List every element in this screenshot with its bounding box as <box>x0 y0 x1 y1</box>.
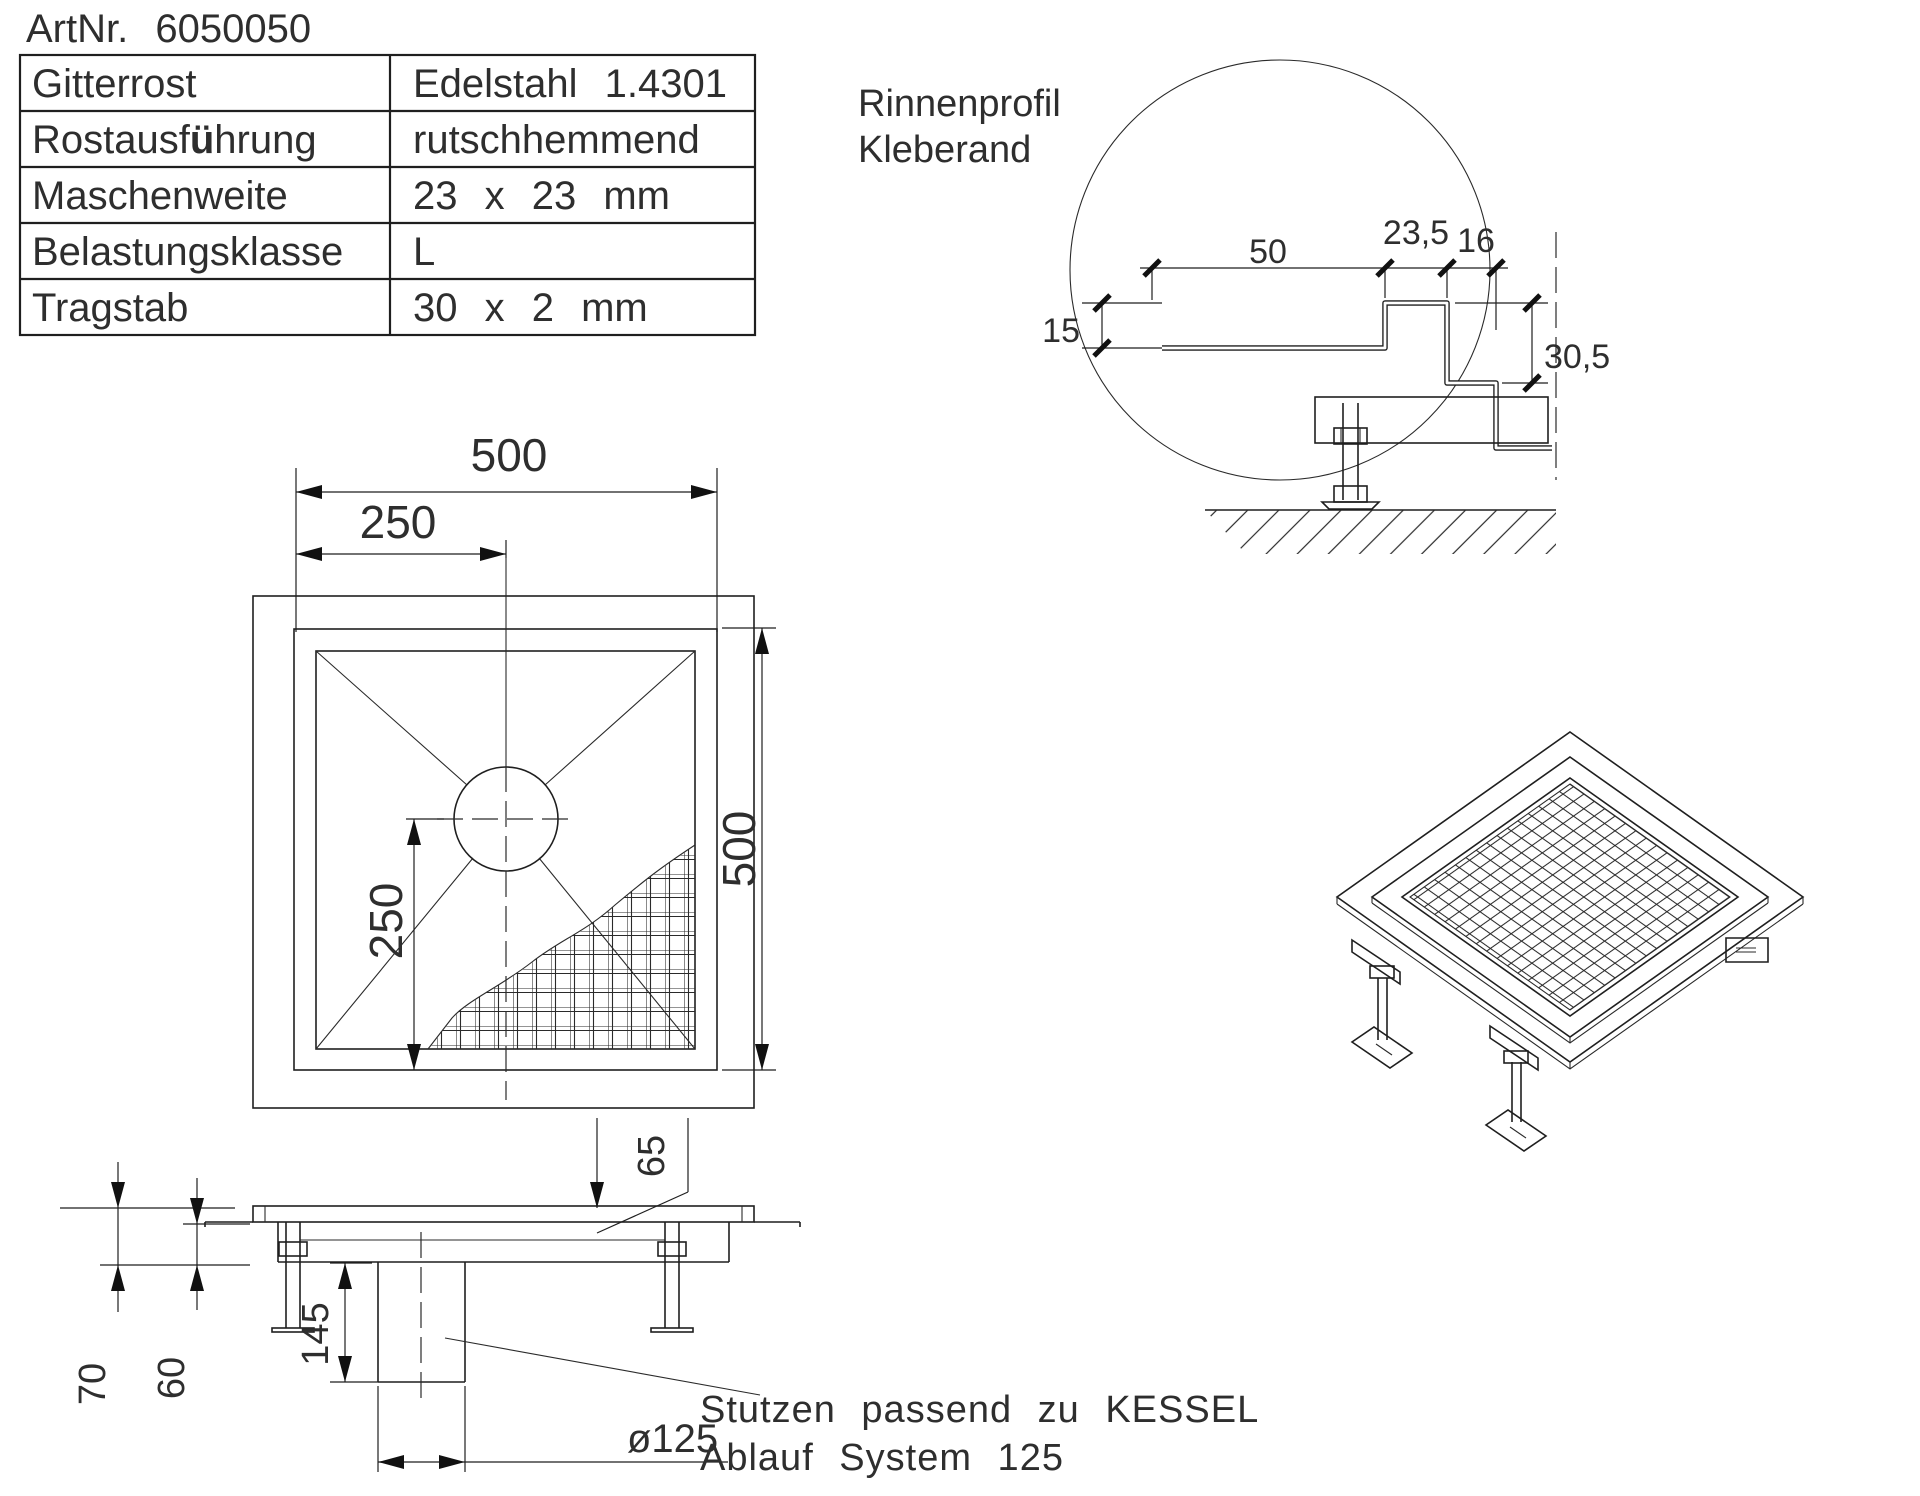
section-pipe <box>377 1232 466 1398</box>
section-leg-left <box>271 1222 315 1333</box>
iso-foot-center <box>1484 1024 1548 1152</box>
table-row-label-0: Gitterrost <box>32 62 196 106</box>
section-dim-60: 60 <box>151 1178 250 1399</box>
plan-mesh-region <box>428 845 695 1049</box>
section-view: 70 60 145 65 ø125 <box>60 1118 801 1472</box>
plan-dim-250-v: 250 <box>360 818 444 1070</box>
plan-mesh-break-line <box>427 844 696 1050</box>
detail-dim-30-5-label: 30,5 <box>1544 338 1610 376</box>
section-dim-70: 70 <box>60 1162 250 1405</box>
plan-dim-250-h-label: 250 <box>360 496 437 548</box>
section-dim-145-label: 145 <box>295 1302 337 1365</box>
detail-title-line1: Rinnenprofil <box>858 83 1061 125</box>
section-dim-pipe-diameter-label: ø125 <box>627 1417 718 1461</box>
detail-view: Rinnenprofil Kleberand 50 23,5 16 15 <box>858 59 1610 554</box>
detail-dim-15: 15 <box>1042 293 1162 358</box>
detail-dim-16: 16 <box>1457 222 1495 260</box>
detail-bubble-circle <box>1069 59 1491 481</box>
section-dim-pipe-diameter: ø125 <box>377 1386 728 1472</box>
spec-table: Gitterrost Rostausführung Maschenweite B… <box>18 53 757 337</box>
ground-hatch <box>1205 510 1556 554</box>
detail-dim-30-5: 30,5 <box>1455 293 1610 393</box>
plan-dim-250-v-label: 250 <box>360 883 412 960</box>
iso-mesh-lines-b <box>1410 784 1730 1010</box>
callout-line1: Stutzen passend zu KESSEL <box>700 1389 1259 1431</box>
section-leg-right <box>650 1222 694 1333</box>
table-row-label-2: Maschenweite <box>32 174 288 218</box>
table-row-value-1: rutschhemmend <box>413 118 700 162</box>
section-dim-70-label: 70 <box>72 1363 114 1405</box>
plan-dim-500-h-label: 500 <box>471 429 548 481</box>
table-row-label-1: Rostausführung <box>32 118 317 162</box>
table-row-value-0: Edelstahl 1.4301 <box>413 62 727 106</box>
iso-view <box>1335 731 1805 1152</box>
plan-dim-500-v-label: 500 <box>713 811 765 888</box>
section-dim-145: 145 <box>295 1262 378 1383</box>
iso-foot-left <box>1350 938 1414 1069</box>
callout-leader <box>444 1337 761 1396</box>
plan-dim-250-h: 250 <box>296 496 507 561</box>
callout-line2: Ablauf System 125 <box>700 1437 1064 1479</box>
section-dim-60-label: 60 <box>151 1357 193 1399</box>
detail-dim-15-label: 15 <box>1042 312 1080 350</box>
table-row-value-2: 23 x 23 mm <box>413 174 670 218</box>
detail-dim-50: 50 <box>1249 233 1287 271</box>
detail-profile <box>1162 300 1552 451</box>
iso-tab-right <box>1725 937 1769 963</box>
section-dim-65: 65 <box>590 1118 689 1234</box>
detail-title-line2: Kleberand <box>858 129 1031 171</box>
table-row-value-3: L <box>413 230 435 274</box>
callout: Stutzen passend zu KESSEL Ablauf System … <box>700 1389 1259 1479</box>
page-title: ArtNr. 6050050 <box>26 7 311 51</box>
table-row-label-4: Tragstab <box>32 286 188 330</box>
plan-dim-500-v: 500 <box>713 627 776 1071</box>
section-dim-65-label: 65 <box>631 1135 673 1177</box>
table-row-label-3: Belastungsklasse <box>32 230 343 274</box>
detail-support <box>1205 232 1557 554</box>
plan-view: 500 250 500 250 <box>252 429 776 1109</box>
table-row-value-4: 30 x 2 mm <box>413 286 648 330</box>
plan-dim-500-h: 500 <box>295 429 718 632</box>
detail-dim-chain: 50 23,5 16 <box>1140 214 1508 330</box>
detail-dim-23-5: 23,5 <box>1383 214 1449 252</box>
plan-slope-diagonals <box>315 650 696 1050</box>
